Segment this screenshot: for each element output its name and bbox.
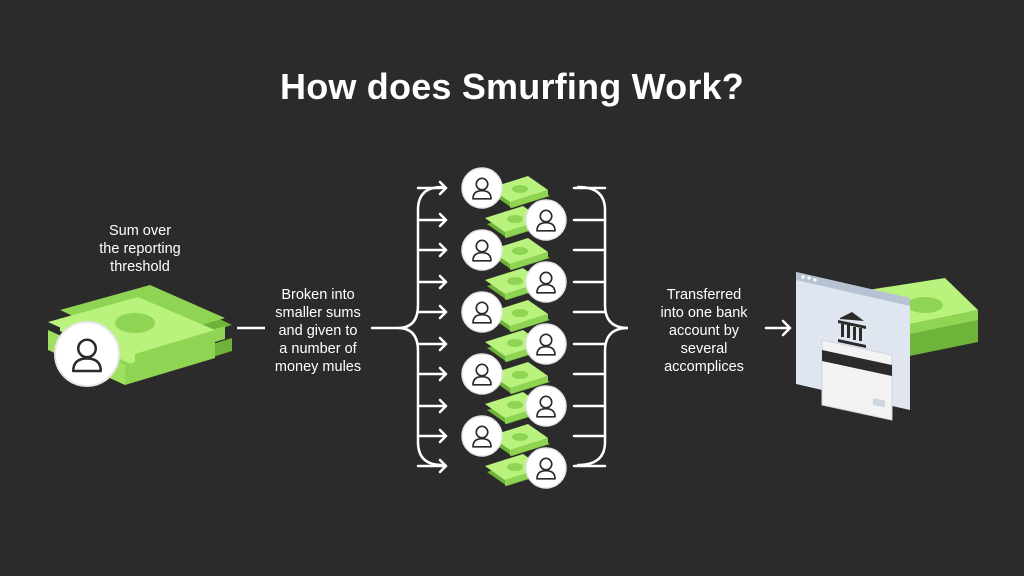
arrow-icon bbox=[416, 336, 448, 352]
source-label: Sum over the reporting threshold bbox=[99, 223, 181, 275]
arrow-icon bbox=[416, 428, 448, 444]
arrow-icon bbox=[416, 274, 448, 290]
bank-icon bbox=[838, 312, 866, 348]
page-title: How does Smurfing Work? bbox=[280, 66, 744, 107]
person-icon bbox=[461, 415, 503, 457]
arrow-icon bbox=[416, 180, 448, 196]
money-bill-icon bbox=[490, 424, 550, 456]
money-bill-icon bbox=[490, 238, 550, 270]
person-icon bbox=[525, 447, 567, 489]
arrow-icon bbox=[416, 212, 448, 228]
person-icon bbox=[461, 353, 503, 395]
transfer-label: Transferred into one bank account by sev… bbox=[660, 287, 748, 375]
arrow-icon bbox=[764, 319, 792, 337]
arrow-icon bbox=[416, 366, 448, 382]
split-brace bbox=[370, 185, 444, 467]
person-icon bbox=[461, 229, 503, 271]
merge-lines bbox=[572, 186, 607, 468]
arrow-icon bbox=[416, 242, 448, 258]
credit-card-icon bbox=[821, 339, 893, 421]
money-bill-icon bbox=[490, 362, 550, 394]
split-label: Broken into smaller sums and given to a … bbox=[274, 287, 362, 375]
person-icon bbox=[461, 291, 503, 333]
arrow-icon bbox=[416, 458, 448, 474]
person-icon bbox=[525, 261, 567, 303]
arrow-icon bbox=[416, 398, 448, 414]
arrow-icon bbox=[416, 304, 448, 320]
money-bill-icon bbox=[490, 300, 550, 332]
person-icon bbox=[525, 199, 567, 241]
person-icon bbox=[525, 385, 567, 427]
person-icon bbox=[525, 323, 567, 365]
money-bill-icon bbox=[490, 176, 550, 208]
person-icon bbox=[461, 167, 503, 209]
money-mules bbox=[461, 167, 567, 489]
merge-brace bbox=[576, 185, 629, 467]
split-arrows bbox=[416, 180, 448, 474]
source-person-avatar bbox=[54, 321, 120, 387]
